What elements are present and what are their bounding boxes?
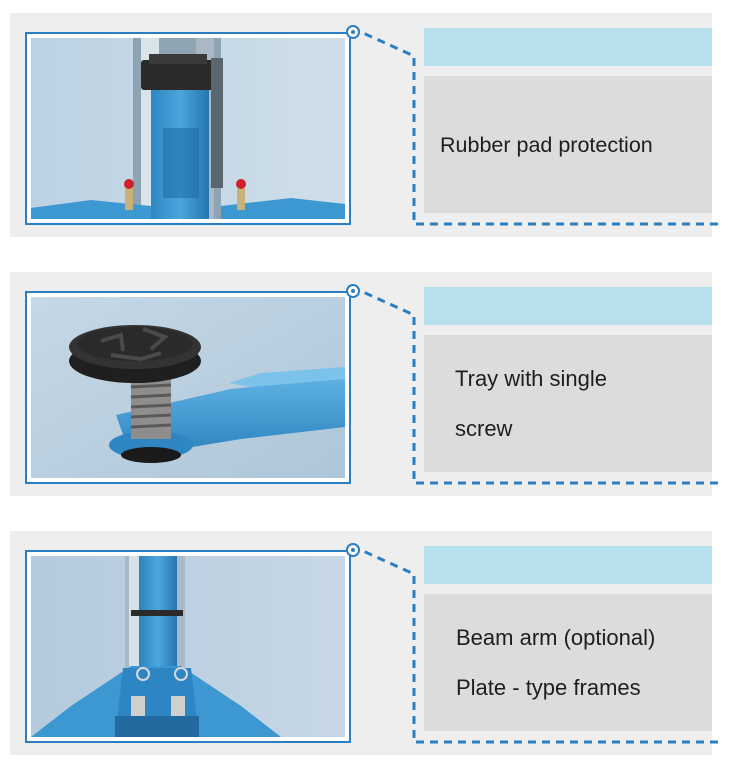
- feature-header-bar: [424, 546, 712, 584]
- feature-header-bar: [424, 287, 712, 325]
- feature-photo-frame: [25, 550, 351, 743]
- feature-label-line-1: Beam arm (optional): [456, 624, 656, 650]
- feature-text-panel: Tray with single screw: [424, 335, 712, 472]
- feature-photo-frame: [25, 32, 351, 225]
- feature-header-bar: [424, 28, 712, 66]
- callout-marker-icon: [346, 543, 360, 557]
- feature-card-rubber-pad: Rubber pad protection: [10, 13, 722, 237]
- feature-label-line-2: screw: [455, 415, 513, 441]
- feature-label-line-2: Plate - type frames: [456, 674, 641, 700]
- rubber-pad-illustration: [31, 38, 345, 219]
- photo-beam-arm: [31, 556, 345, 737]
- callout-marker-icon: [346, 284, 360, 298]
- feature-text-panel: Beam arm (optional) Plate - type frames: [424, 594, 712, 731]
- feature-card-beam-arm: Beam arm (optional) Plate - type frames: [10, 531, 722, 755]
- photo-rubber-pad: [31, 38, 345, 219]
- photo-tray-screw: [31, 297, 345, 478]
- feature-card-tray: Tray with single screw: [10, 272, 722, 496]
- beam-arm-illustration: [31, 556, 345, 737]
- feature-label: Rubber pad protection: [440, 132, 653, 157]
- dashed-connector: [352, 546, 722, 746]
- feature-label-line-1: Tray with single: [455, 365, 608, 391]
- dashed-connector: [352, 28, 722, 228]
- tray-screw-illustration: [31, 297, 345, 478]
- feature-photo-frame: [25, 291, 351, 484]
- dashed-connector: [352, 287, 722, 487]
- feature-text-panel: Rubber pad protection: [424, 76, 712, 213]
- callout-marker-icon: [346, 25, 360, 39]
